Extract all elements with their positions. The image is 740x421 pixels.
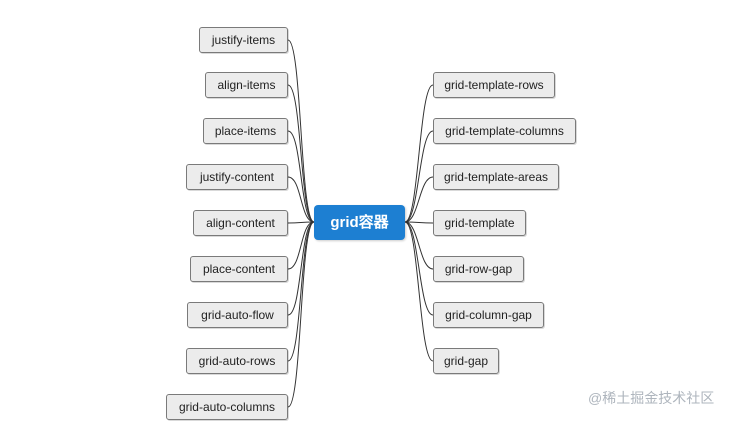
topic-grid-auto-columns[interactable]: grid-auto-columns	[166, 394, 288, 420]
connector-right-4	[404, 221, 434, 270]
central-topic[interactable]: grid容器	[314, 205, 405, 240]
topic-justify-content[interactable]: justify-content	[186, 164, 288, 190]
topic-grid-template-areas[interactable]: grid-template-areas	[433, 164, 559, 190]
connector-right-2	[404, 176, 434, 223]
connector-right-0	[404, 84, 434, 223]
watermark-text: @稀土掘金技术社区	[588, 390, 715, 406]
topic-justify-items[interactable]: justify-items	[199, 27, 288, 53]
topic-grid-template-rows[interactable]: grid-template-rows	[433, 72, 555, 98]
connector-right-6	[404, 221, 434, 362]
connector-left-6	[287, 221, 315, 316]
topic-grid-auto-rows[interactable]: grid-auto-rows	[186, 348, 288, 374]
connector-left-0	[287, 39, 315, 223]
topic-grid-template-columns[interactable]: grid-template-columns	[433, 118, 576, 144]
connector-right-3	[404, 221, 434, 224]
connector-left-2	[287, 130, 315, 223]
topic-grid-row-gap[interactable]: grid-row-gap	[433, 256, 524, 282]
connector-left-4	[287, 221, 315, 224]
topic-align-items[interactable]: align-items	[205, 72, 288, 98]
connector-left-7	[287, 221, 315, 362]
topic-align-content[interactable]: align-content	[193, 210, 288, 236]
topic-place-content[interactable]: place-content	[190, 256, 288, 282]
connector-left-1	[287, 84, 315, 223]
topic-grid-template[interactable]: grid-template	[433, 210, 526, 236]
connector-right-5	[404, 221, 434, 316]
topic-grid-auto-flow[interactable]: grid-auto-flow	[187, 302, 288, 328]
connector-left-5	[287, 221, 315, 270]
topic-grid-gap[interactable]: grid-gap	[433, 348, 499, 374]
connector-left-8	[287, 221, 315, 408]
topic-place-items[interactable]: place-items	[203, 118, 288, 144]
connector-right-1	[404, 130, 434, 223]
topic-grid-column-gap[interactable]: grid-column-gap	[433, 302, 544, 328]
connector-left-3	[287, 176, 315, 223]
